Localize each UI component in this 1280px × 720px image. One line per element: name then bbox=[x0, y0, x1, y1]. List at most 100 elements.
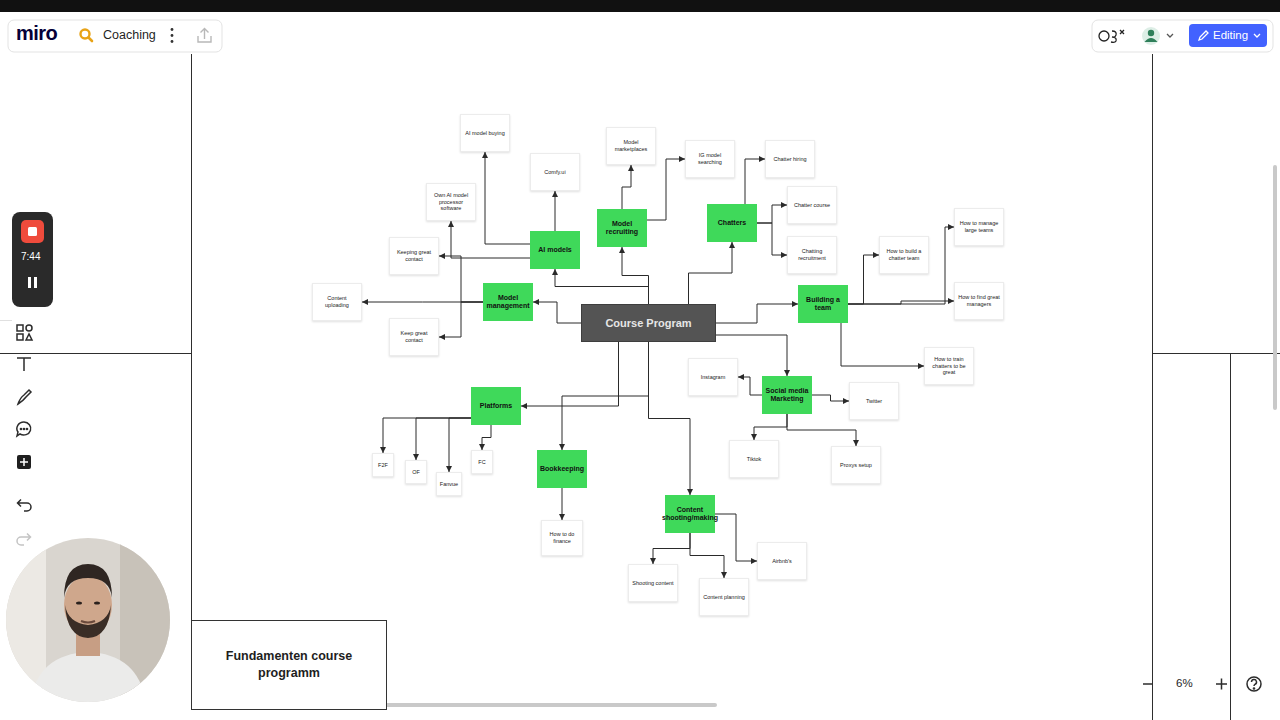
subtopic-note: Fanvue bbox=[436, 472, 462, 496]
elbow-connector bbox=[562, 342, 649, 450]
vertical-scrollbar bbox=[1273, 165, 1277, 410]
node-text: Shooting content bbox=[632, 580, 673, 587]
frame-line bbox=[1152, 54, 1153, 720]
node-text: Airbnb's bbox=[772, 558, 792, 565]
elbow-connector bbox=[848, 301, 954, 304]
subtopic-note: Airbnb's bbox=[757, 542, 807, 580]
topic-box: AI models bbox=[530, 231, 580, 269]
subtopic-note: Content uploading bbox=[312, 283, 362, 321]
subtopic-note: Keeping great contact bbox=[389, 237, 439, 275]
undo-tool bbox=[18, 500, 32, 512]
elbow-connector bbox=[690, 533, 724, 578]
elbow-connector bbox=[647, 159, 685, 220]
elbow-connector bbox=[689, 242, 733, 304]
menu-dots bbox=[171, 28, 174, 43]
topic-box: Social media Marketing bbox=[762, 376, 812, 414]
comment-tool bbox=[17, 422, 31, 436]
recorder-widget bbox=[12, 212, 53, 307]
subtopic-note: Own AI model processor software bbox=[426, 183, 476, 221]
node-text: Social media Marketing bbox=[765, 387, 809, 404]
subtopic-note: Chatter hiring bbox=[765, 140, 815, 178]
node-text: IG model searching bbox=[689, 152, 731, 166]
subtopic-note: How to build a chatter team bbox=[879, 236, 929, 274]
elbow-connector bbox=[757, 223, 787, 255]
elbow-connector bbox=[622, 247, 649, 304]
node-text: Content uploading bbox=[316, 295, 358, 309]
subtopic-note: Keep great contact bbox=[389, 318, 439, 356]
topic-box: Chatters bbox=[707, 204, 757, 242]
elbow-connector bbox=[738, 377, 762, 395]
elbow-connector bbox=[533, 302, 581, 323]
node-text: Fundamenten course programm bbox=[202, 648, 376, 682]
elbow-connector bbox=[383, 418, 471, 453]
node-text: How to train chatters to be great bbox=[928, 356, 970, 377]
node-text: How to manage large teams bbox=[958, 220, 1000, 234]
topic-box: Content shooting/making bbox=[665, 495, 715, 533]
subtopic-note: How to manage large teams bbox=[954, 208, 1004, 246]
zoom-in-icon bbox=[1216, 679, 1227, 690]
elbow-connector bbox=[562, 488, 563, 520]
subtopic-note: FC bbox=[471, 450, 493, 474]
node-text: Platforms bbox=[480, 402, 512, 410]
frame-lines bbox=[0, 54, 1280, 720]
elbow-connector bbox=[754, 414, 787, 440]
zoom-level: 6% bbox=[1176, 677, 1193, 689]
frame-line bbox=[0, 353, 191, 354]
topic-box: Bookkeeping bbox=[537, 450, 587, 488]
elbow-connector bbox=[622, 165, 631, 209]
webcam-bubble bbox=[6, 538, 170, 702]
node-text: Own AI model processor software bbox=[430, 192, 472, 213]
node-text: Instagram bbox=[701, 374, 725, 381]
more-tool bbox=[17, 455, 31, 469]
node-text: F2F bbox=[378, 462, 388, 469]
elbow-connector bbox=[482, 425, 491, 450]
node-text: Content shooting/making bbox=[662, 506, 718, 523]
central-topic: Course Program bbox=[581, 304, 716, 342]
elbow-connector bbox=[439, 256, 483, 302]
node-text: How to do finance bbox=[545, 531, 579, 545]
subtopic-note: Chatter course bbox=[787, 186, 837, 224]
subtopic-note: OF bbox=[405, 460, 427, 484]
node-text: Content planning bbox=[703, 594, 745, 601]
zoom-controls bbox=[1143, 677, 1261, 691]
top-right-panel bbox=[1092, 20, 1273, 52]
subtopic-note: Comfy.ui bbox=[530, 153, 580, 191]
subtopic-note: How to do finance bbox=[541, 520, 583, 556]
window-bar bbox=[0, 0, 1280, 12]
search-icon bbox=[81, 30, 93, 42]
node-text: Model management bbox=[486, 294, 530, 311]
node-text: Tiktok bbox=[747, 456, 761, 463]
node-text: AI model buying bbox=[465, 130, 504, 137]
node-text: Keep great contact bbox=[393, 330, 435, 344]
shapes-tool bbox=[17, 325, 32, 340]
horizontal-scrollbar bbox=[355, 703, 717, 707]
subtopic-note: IG model searching bbox=[685, 140, 735, 178]
avatar bbox=[1142, 27, 1173, 45]
node-text: AI models bbox=[538, 246, 571, 254]
top-left-panel bbox=[8, 20, 222, 52]
frame-title-box: Fundamenten course programm bbox=[191, 620, 387, 710]
node-text: How to find great managers bbox=[958, 294, 1000, 308]
reactions-icon bbox=[1099, 30, 1124, 42]
redo-tool bbox=[17, 534, 31, 546]
subtopic-note: Model marketplaces bbox=[606, 127, 656, 165]
elbow-connector bbox=[653, 533, 690, 564]
node-text: Comfy.ui bbox=[544, 169, 565, 176]
node-text: Chatters bbox=[718, 219, 746, 227]
subtopic-note: Twitter bbox=[849, 382, 899, 420]
pen-tool bbox=[18, 390, 31, 404]
elbow-connector bbox=[449, 418, 471, 472]
node-text: Twitter bbox=[866, 398, 882, 405]
subtopic-note: Shooting content bbox=[628, 564, 678, 602]
recording-timer: 7:44 bbox=[21, 251, 40, 262]
toolbar-divider bbox=[0, 320, 12, 321]
node-text: Proxys setup bbox=[840, 462, 872, 469]
node-text: Model recruiting bbox=[600, 220, 644, 237]
topic-box: Platforms bbox=[471, 387, 521, 425]
subtopic-note: How to train chatters to be great bbox=[924, 347, 974, 385]
elbow-connector bbox=[757, 205, 787, 223]
elbow-connector bbox=[716, 304, 798, 323]
